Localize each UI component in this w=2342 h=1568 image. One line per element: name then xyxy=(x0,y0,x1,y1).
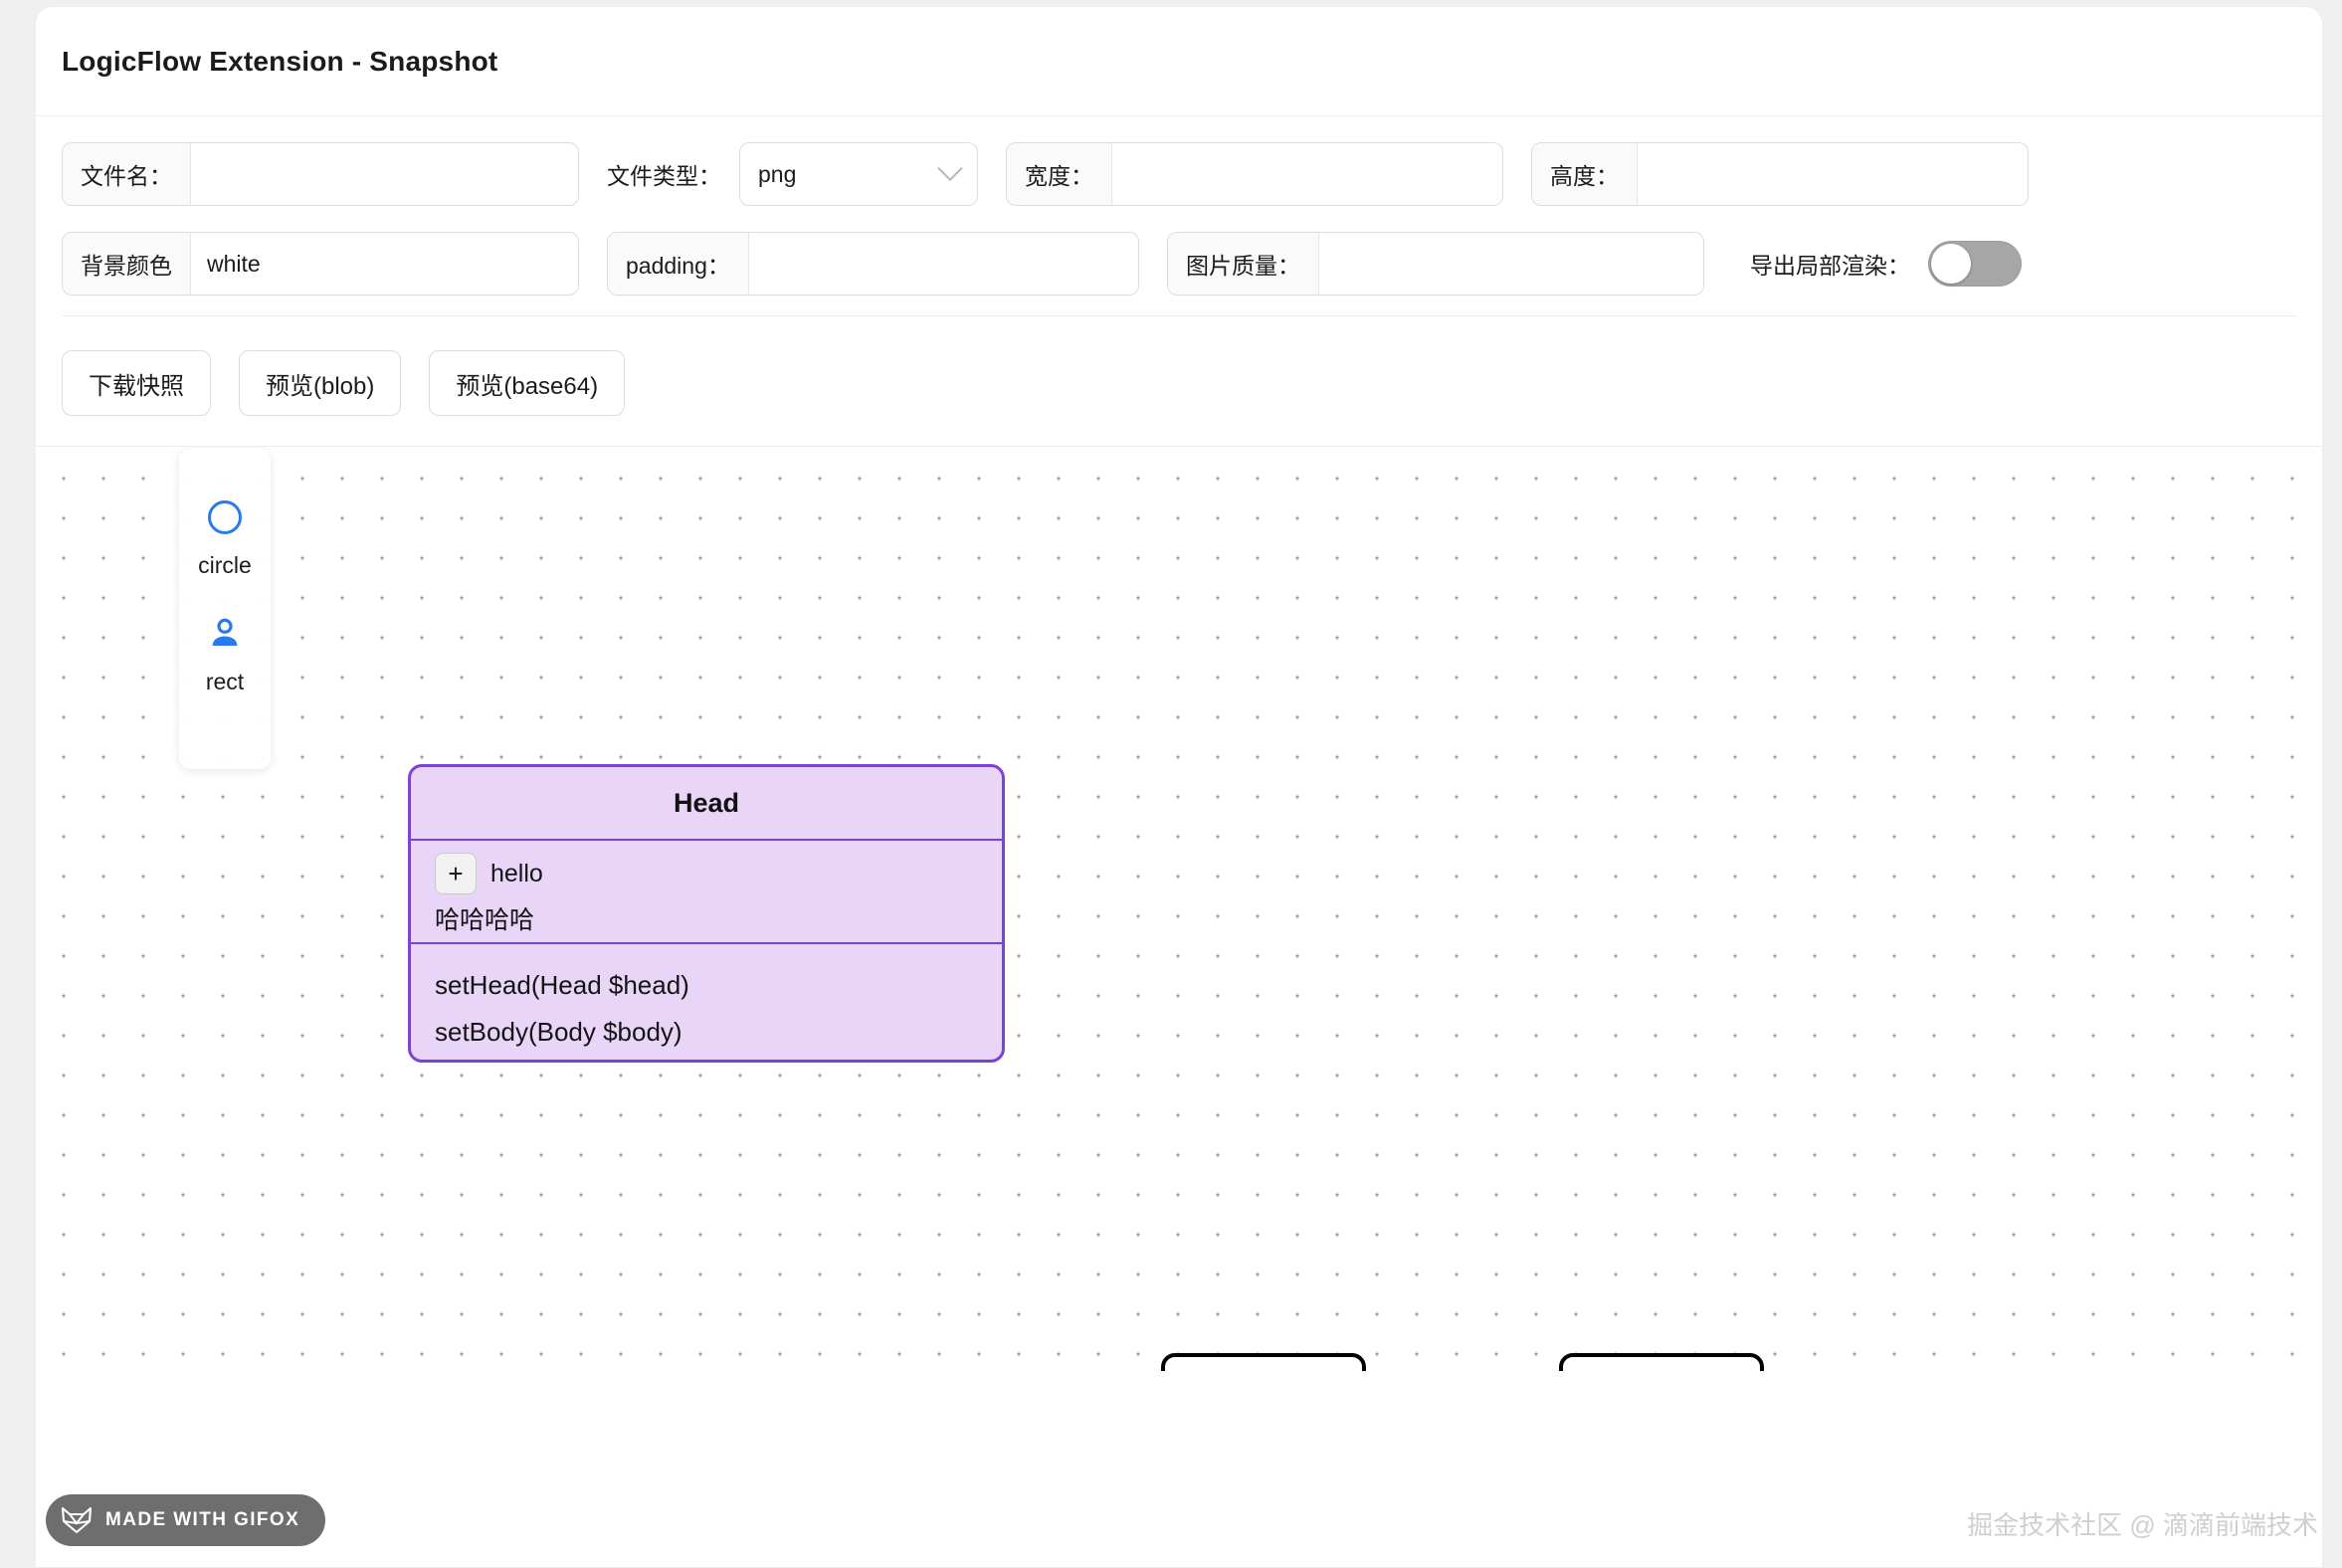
node-palette: circle rect xyxy=(179,449,271,769)
uml-node-head[interactable]: Head + hello 哈哈哈哈 setHead(Head $head) se… xyxy=(408,764,1005,1063)
rect-node-hello1[interactable]: 你好1 xyxy=(1161,1353,1366,1371)
quality-input[interactable] xyxy=(1319,233,1703,294)
quality-field-group[interactable]: 图片质量： xyxy=(1167,232,1704,295)
uml-node-methods: setHead(Head $head) setBody(Body $body) xyxy=(411,944,1002,1048)
padding-input[interactable] xyxy=(748,233,1138,294)
page-title: LogicFlow Extension - Snapshot xyxy=(62,45,498,77)
preview-base64-button[interactable]: 预览(base64) xyxy=(429,350,626,416)
palette-item-label: circle xyxy=(198,552,252,578)
filetype-select[interactable]: png xyxy=(739,142,978,206)
gifox-watermark-label: MADE WITH GIFOX xyxy=(105,1509,300,1530)
height-field-group[interactable]: 高度： xyxy=(1531,142,2029,206)
partial-render-label: 导出局部渲染： xyxy=(1750,253,1910,279)
card-header: LogicFlow Extension - Snapshot xyxy=(36,7,2322,116)
palette-item-label: rect xyxy=(205,669,245,694)
palette-item-rect[interactable]: rect xyxy=(204,613,246,695)
padding-label: padding： xyxy=(608,233,749,294)
uml-method-setbody: setBody(Body $body) xyxy=(435,1017,683,1047)
juejin-watermark: 掘金技术社区 @ 滴滴前端技术 xyxy=(1967,1510,2318,1540)
download-snapshot-button[interactable]: 下载快照 xyxy=(62,350,211,416)
user-icon xyxy=(204,613,246,655)
filename-field-group[interactable]: 文件名： xyxy=(62,142,579,206)
rect-node-hello2[interactable]: 你好2 xyxy=(1559,1353,1764,1371)
card-body: 文件名： 文件类型： png 宽度： 高度： xyxy=(36,116,2322,446)
uml-attribute-haha: 哈哈哈哈 xyxy=(435,906,535,934)
bgcolor-input[interactable] xyxy=(191,233,578,294)
fox-logo-icon xyxy=(61,1506,93,1534)
uml-attribute-hello: hello xyxy=(490,859,543,887)
bgcolor-label: 背景颜色 xyxy=(63,233,191,294)
uml-node-attributes: + hello 哈哈哈哈 xyxy=(411,841,1002,944)
bgcolor-field-group[interactable]: 背景颜色 xyxy=(62,232,579,295)
chevron-down-icon xyxy=(937,155,963,182)
uml-node-title: Head xyxy=(411,767,1002,841)
width-label: 宽度： xyxy=(1007,143,1112,205)
uml-method-sethead: setHead(Head $head) xyxy=(435,970,689,1000)
filetype-label: 文件类型： xyxy=(607,163,721,189)
form-row-1: 文件名： 文件类型： png 宽度： 高度： xyxy=(62,142,2296,206)
height-input[interactable] xyxy=(1638,143,2028,205)
form-divider xyxy=(62,315,2296,316)
quality-label: 图片质量： xyxy=(1168,233,1319,294)
filetype-selected-value: png xyxy=(758,160,797,187)
app-card: LogicFlow Extension - Snapshot 文件名： 文件类型… xyxy=(35,6,2323,1568)
partial-render-toggle[interactable] xyxy=(1928,241,2022,287)
height-label: 高度： xyxy=(1532,143,1638,205)
padding-field-group[interactable]: padding： xyxy=(607,232,1139,295)
uml-add-attribute-button[interactable]: + xyxy=(435,853,477,894)
circle-icon xyxy=(204,496,246,538)
preview-blob-button[interactable]: 预览(blob) xyxy=(239,350,402,416)
gifox-watermark: MADE WITH GIFOX xyxy=(46,1494,326,1546)
flow-canvas[interactable]: circle rect Head + hello 哈哈哈哈 xyxy=(36,446,2322,1371)
palette-item-circle[interactable]: circle xyxy=(198,496,252,579)
filename-label: 文件名： xyxy=(63,143,191,205)
width-input[interactable] xyxy=(1112,143,1502,205)
width-field-group[interactable]: 宽度： xyxy=(1006,142,1503,206)
filename-input[interactable] xyxy=(191,143,578,205)
form-row-2: 背景颜色 padding： 图片质量： 导出局部渲染： xyxy=(62,232,2296,295)
toggle-knob xyxy=(1931,244,1971,284)
action-button-row: 下载快照 预览(blob) 预览(base64) xyxy=(62,316,2296,446)
